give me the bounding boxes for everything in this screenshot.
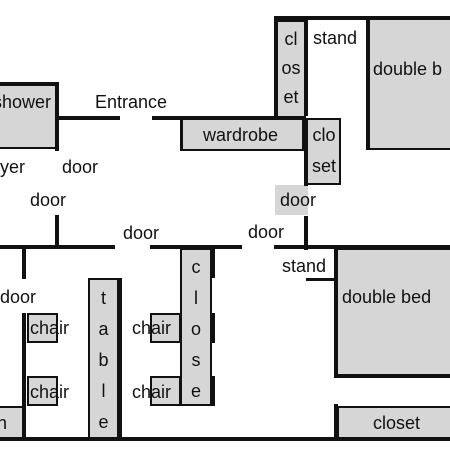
- wall-hall-right: [274, 245, 450, 249]
- chair-left-upper-label: chair: [30, 318, 70, 338]
- entrance-label: Entrance: [95, 92, 168, 112]
- closet-top-line-2: os: [281, 58, 301, 78]
- wardrobe: [180, 118, 304, 151]
- closet-vertical-line-5: e: [190, 381, 201, 401]
- closet-middle: [305, 118, 341, 185]
- table-line-1: t: [100, 288, 106, 308]
- closet-middle-line-1: clo: [312, 125, 336, 145]
- door-swing-area: [275, 185, 308, 215]
- edge-item-label: n: [0, 413, 8, 433]
- stand-bottom-label: stand: [282, 256, 327, 276]
- closet-top-line-3: et: [283, 87, 299, 107]
- wall-hall-mid: [150, 245, 242, 249]
- chair-right-upper: [150, 313, 181, 343]
- chair-left-upper: [27, 313, 58, 343]
- foyer-label: yer: [0, 157, 26, 177]
- closet-vertical-line-4: s: [191, 350, 201, 370]
- door-right-lower-label: door: [248, 222, 285, 242]
- double-bed-bottom: [335, 248, 450, 376]
- wall-closet-bottom-left: [334, 404, 338, 440]
- table-line-4: l: [101, 381, 106, 401]
- wardrobe-label: wardrobe: [203, 125, 279, 145]
- double-bed-bottom-label: double bed: [342, 287, 432, 307]
- door-left-lower-label: door: [0, 287, 37, 307]
- wall-bed-bottom: [334, 374, 450, 378]
- table-line-5: e: [98, 412, 109, 432]
- wall-stand-top: [306, 278, 336, 281]
- closet-vertical-line-3: o: [190, 319, 201, 339]
- wall-closet-left: [274, 16, 278, 118]
- table-line-3: b: [98, 350, 109, 370]
- wall-mid-right-lower: [304, 216, 308, 250]
- door-foyer-label: door: [62, 157, 99, 177]
- wall-hall-left: [0, 245, 115, 249]
- wall-closet-divider: [304, 16, 308, 116]
- nightstand-top: [306, 20, 368, 52]
- chair-right-lower: [150, 376, 181, 406]
- wall-wardrobe-left: [180, 116, 183, 151]
- wall-left-room: [22, 313, 26, 440]
- closet-vertical-label: c l o s e: [182, 252, 210, 407]
- door-hall-label: door: [123, 223, 160, 243]
- wall-left-room-stub: [22, 245, 26, 279]
- wall-closet-inner-2: [212, 313, 215, 343]
- closet-vertical: [180, 248, 212, 406]
- closet-bottom-label: closet: [373, 413, 421, 433]
- wall-shower-top: [0, 82, 58, 86]
- chair-left-lower: [27, 376, 58, 406]
- wall-closet-inner: [212, 248, 215, 278]
- wall-mid-right: [304, 118, 308, 186]
- stand-top-label: stand: [313, 28, 358, 48]
- closet-middle-line-2: set: [311, 156, 336, 176]
- table-label: t a b l e: [90, 283, 117, 438]
- double-bed-top: [366, 18, 450, 150]
- wall-entrance-left: [55, 116, 120, 120]
- chair-left-lower-label: chair: [30, 382, 70, 402]
- closet-middle-label: clo set: [307, 120, 341, 182]
- chair-right-lower-label: chair: [132, 382, 172, 402]
- double-bed-top-label: double b: [373, 59, 443, 79]
- closet-top-line-1: cl: [284, 29, 298, 49]
- chair-right-upper-label: chair: [132, 318, 172, 338]
- wall-bottom: [0, 437, 450, 441]
- wall-foyer-stub: [55, 215, 59, 249]
- wall-bed-left: [334, 245, 338, 377]
- closet-top-label: cl os et: [278, 25, 304, 112]
- wall-entrance-right: [152, 116, 306, 120]
- wall-bedroom-top-left: [366, 16, 370, 150]
- wall-closet-inner-3: [212, 376, 215, 406]
- closet-vertical-line-1: c: [191, 257, 201, 277]
- wall-table-area-left: [119, 278, 122, 440]
- door-left-upper-label: door: [30, 190, 67, 210]
- closet-vertical-line-2: l: [194, 288, 198, 308]
- table-line-2: a: [98, 319, 109, 339]
- dining-table: [88, 278, 119, 440]
- shower-label: shower: [0, 92, 52, 112]
- wall-top-right: [274, 16, 450, 20]
- door-right-upper-label: door: [280, 190, 317, 210]
